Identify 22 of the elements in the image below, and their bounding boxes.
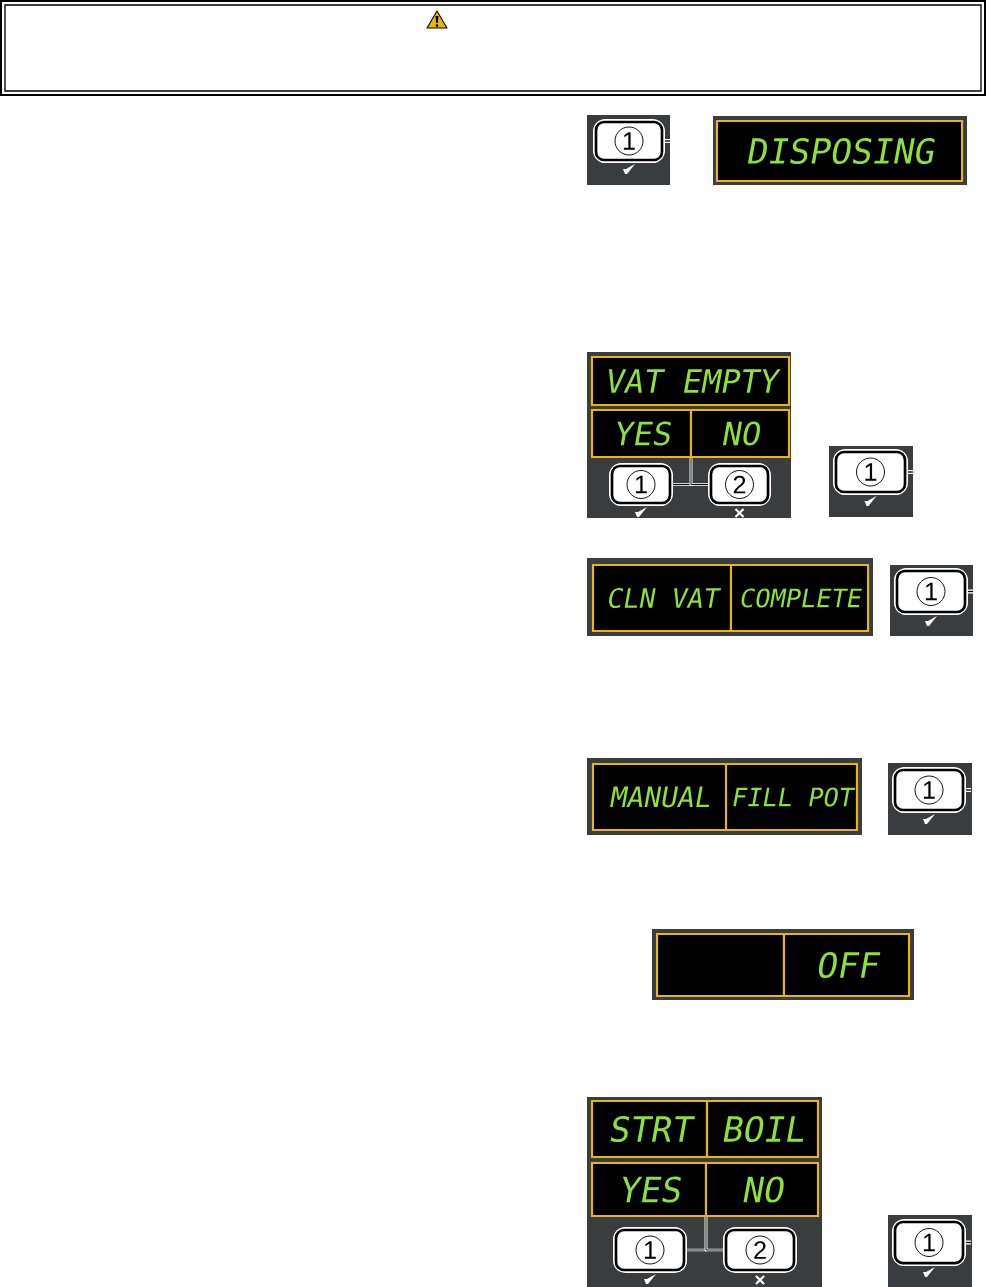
key-button: 1 xyxy=(609,463,673,506)
key-button: 1 xyxy=(593,119,671,163)
display-cell: CLN VAT xyxy=(591,563,733,633)
display-cell: YES xyxy=(590,1161,708,1218)
key-button: 2 xyxy=(708,463,771,506)
blank-display-cell xyxy=(655,932,786,998)
display-cell: FILL POT xyxy=(724,762,859,832)
key-button: 1 xyxy=(833,449,914,495)
key-button: 1 xyxy=(892,767,972,813)
display-cell: MANUAL xyxy=(591,762,728,832)
display-cell: COMPLETE xyxy=(729,563,870,633)
display-cell: NO xyxy=(689,408,791,459)
display-cell: STRT xyxy=(590,1099,709,1159)
key-button: 2 xyxy=(723,1227,797,1273)
display-cell: NO xyxy=(704,1161,820,1218)
display-cell: BOIL xyxy=(705,1099,820,1159)
display-cell: YES xyxy=(590,408,693,459)
key-button: 1 xyxy=(613,1227,687,1273)
key-button: 1 xyxy=(892,1219,972,1266)
key-button: 1 xyxy=(894,568,974,615)
display-cell: DISPOSING xyxy=(715,119,964,183)
display-cell: OFF xyxy=(782,932,911,998)
